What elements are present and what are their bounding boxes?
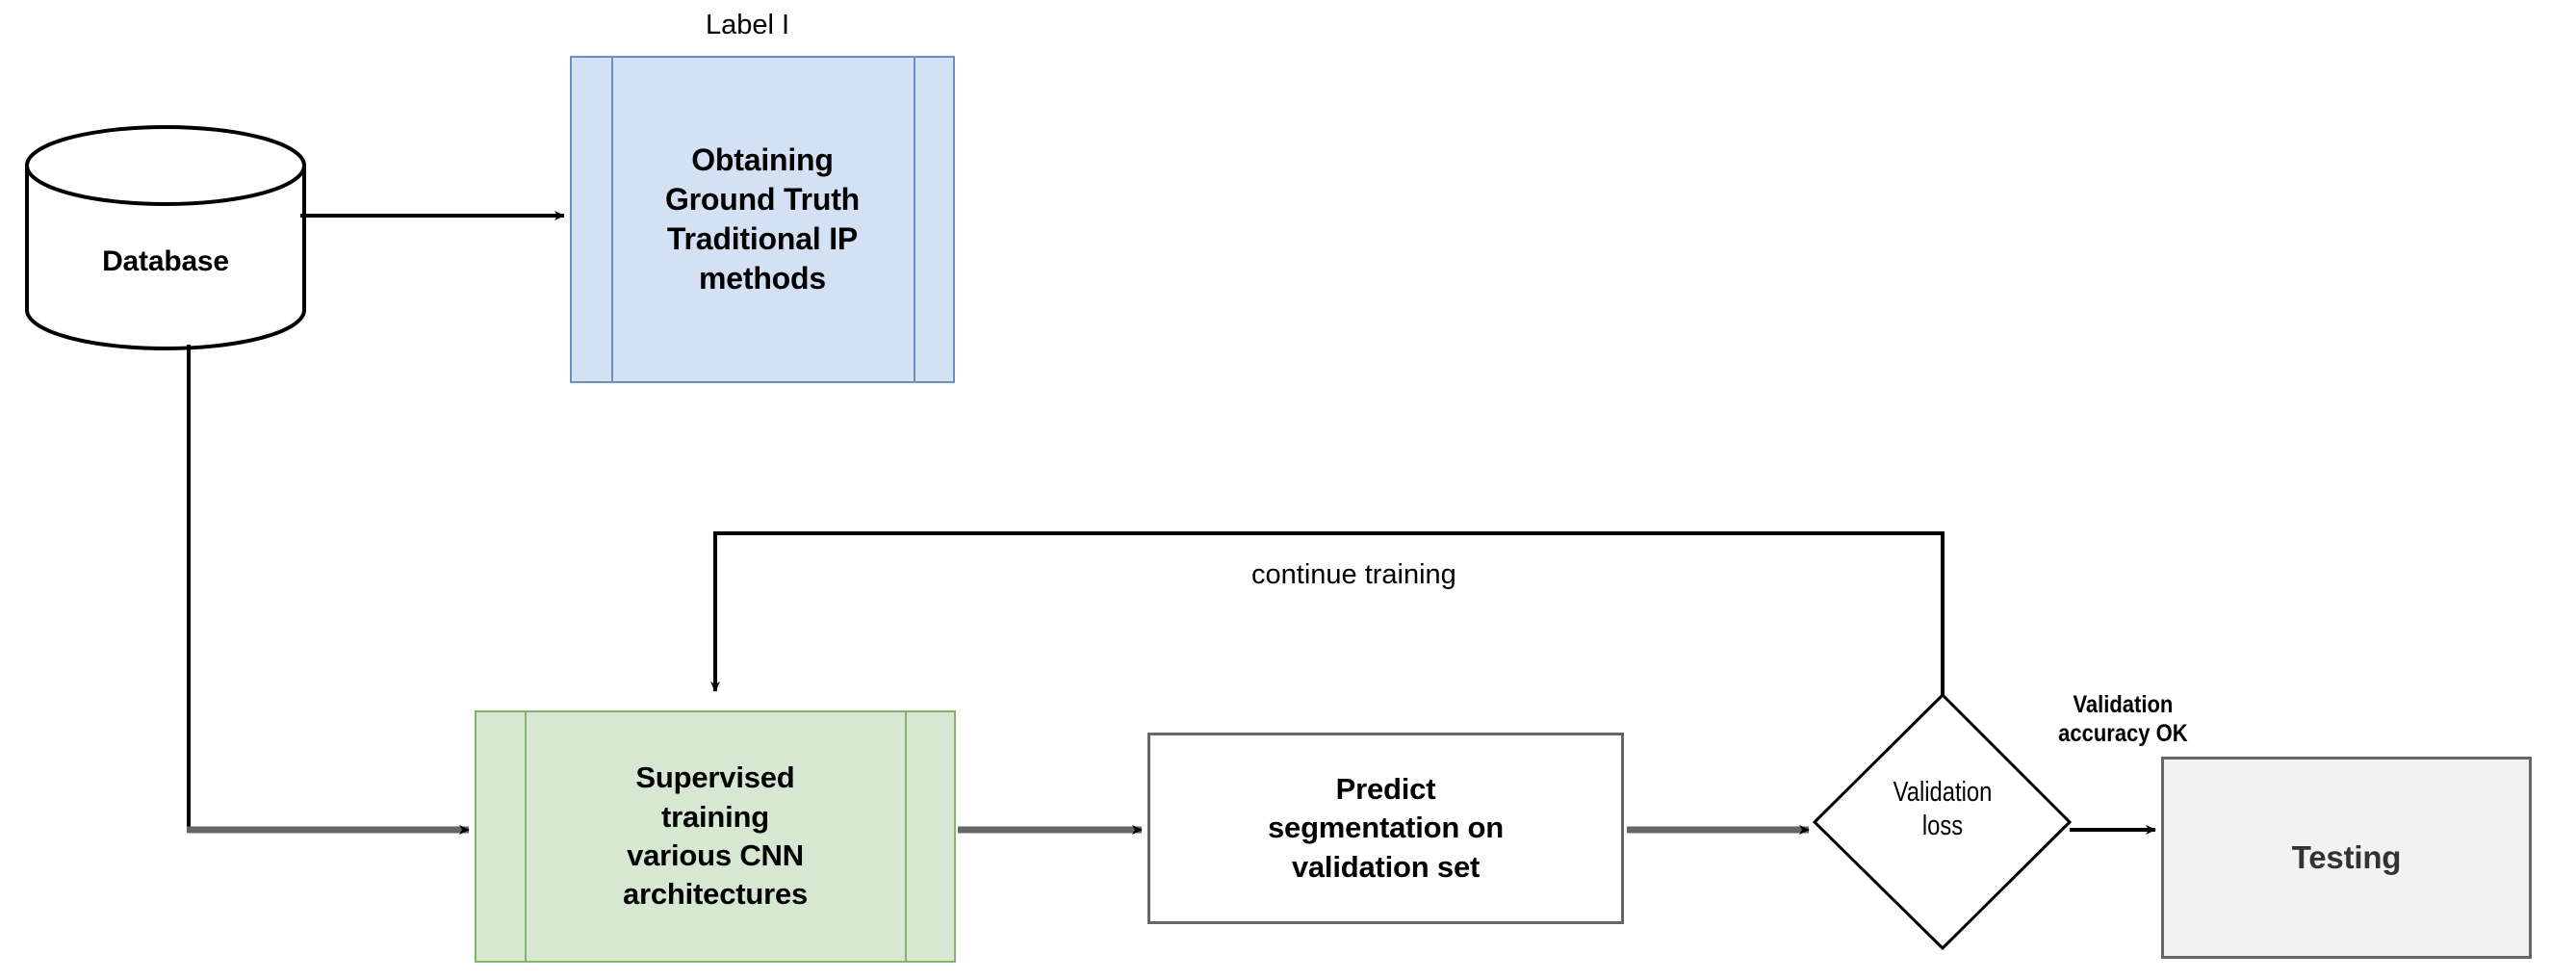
node-divider-right	[914, 58, 915, 381]
database-label: Database	[102, 245, 229, 277]
node-divider-left	[611, 58, 613, 381]
node-divider-left	[525, 712, 527, 961]
node-predict-segmentation-label: Predict segmentation on validation set	[1267, 772, 1504, 884]
edge-validation-to-training	[710, 531, 1945, 695]
database-cylinder-shape	[25, 125, 306, 350]
node-divider-right	[905, 712, 907, 961]
node-supervised-training[interactable]: Supervised training various CNN architec…	[475, 710, 956, 963]
node-validation-loss-label: Validation loss	[1893, 777, 1993, 842]
label-i-caption: Label I	[706, 10, 790, 40]
node-testing[interactable]: Testing	[2161, 757, 2532, 959]
node-ground-truth[interactable]: Obtaining Ground Truth Traditional IP me…	[570, 56, 955, 383]
edge-db-to-training	[187, 345, 470, 835]
node-predict-segmentation[interactable]: Predict segmentation on validation set	[1147, 733, 1624, 924]
edge-label-continue-training: continue training	[1251, 559, 1456, 590]
edge-label-line-1: Validation	[2073, 691, 2174, 718]
node-testing-label: Testing	[2291, 839, 2402, 875]
edge-label-line-2: accuracy OK	[2058, 719, 2188, 747]
node-supervised-training-label: Supervised training various CNN architec…	[622, 760, 809, 912]
node-ground-truth-label: Obtaining Ground Truth Traditional IP me…	[664, 142, 860, 296]
edge-label-validation-accuracy-ok: Validation accuracy OK Validation accura…	[2034, 691, 2212, 748]
